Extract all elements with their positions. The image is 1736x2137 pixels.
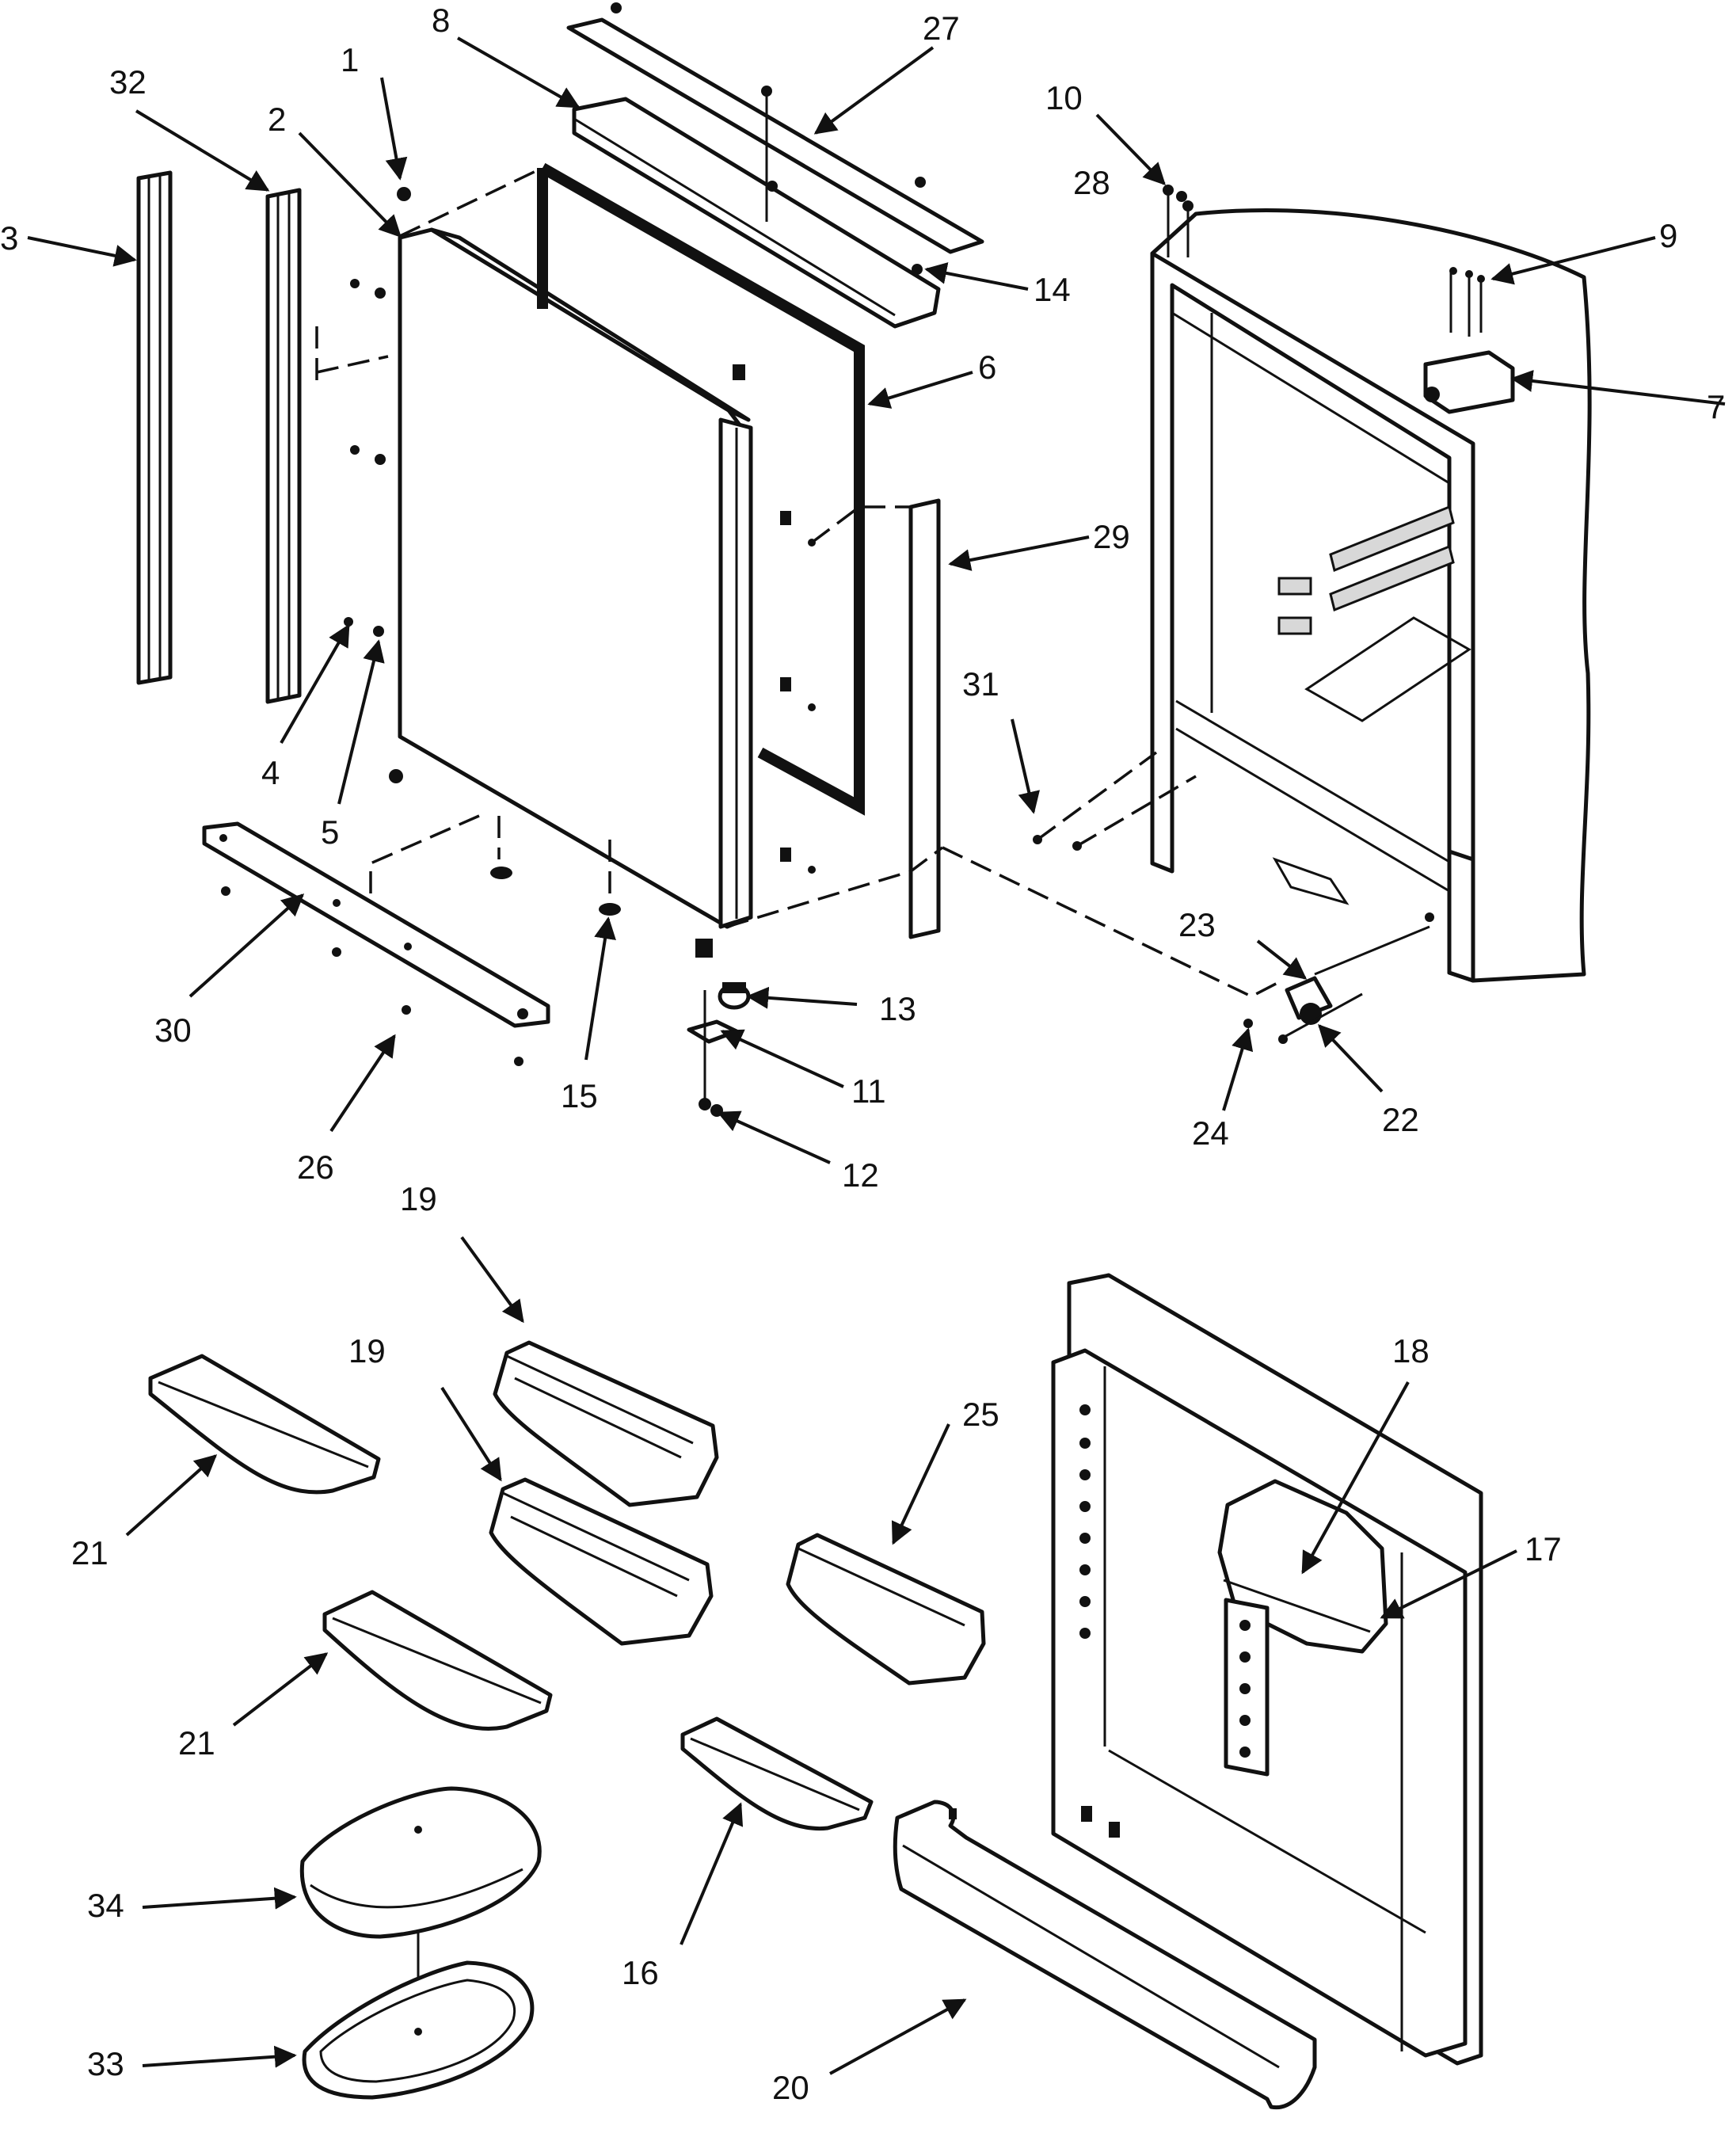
callout-25: 25 <box>962 1396 999 1433</box>
door-trim-strip-32 <box>265 188 302 704</box>
dairy-tray-33 <box>302 1960 535 2100</box>
callout-21-lower: 21 <box>178 1724 215 1762</box>
callout-15: 15 <box>561 1077 598 1114</box>
callout-8: 8 <box>432 2 450 39</box>
callout-21-upper: 21 <box>71 1534 108 1571</box>
refrigerator-cabinet <box>1033 185 1592 983</box>
callout-33: 33 <box>87 2045 124 2082</box>
callout-16: 16 <box>622 1954 659 1991</box>
callout-17: 17 <box>1525 1530 1562 1568</box>
callout-12: 12 <box>842 1156 879 1194</box>
callout-22: 22 <box>1382 1101 1419 1138</box>
callout-28: 28 <box>1073 164 1110 201</box>
callout-26: 26 <box>297 1148 334 1186</box>
gasket-fasteners <box>733 364 923 874</box>
door-bottom-bracket-30 <box>202 814 550 1066</box>
callout-19-upper: 19 <box>400 1180 437 1217</box>
door-trim-strip-3 <box>136 170 173 685</box>
callout-34: 34 <box>87 1887 124 1924</box>
door-bin-25 <box>786 1533 986 1686</box>
door-gasket-6 <box>537 162 865 816</box>
callout-arrows <box>27 36 1726 2075</box>
callout-3: 3 <box>0 219 18 257</box>
dairy-cover-34 <box>299 1786 542 2028</box>
fresh-food-door-2 <box>398 227 753 929</box>
callout-29: 29 <box>1093 518 1130 555</box>
callout-31: 31 <box>962 665 999 703</box>
callout-27: 27 <box>923 10 960 47</box>
callout-18: 18 <box>1392 1332 1430 1369</box>
fresh-food-door-inner-2 <box>1051 1273 1483 2066</box>
callout-6: 6 <box>978 349 996 386</box>
callout-11: 11 <box>851 1072 886 1110</box>
callout-30: 30 <box>154 1011 192 1049</box>
callout-9: 9 <box>1659 217 1677 254</box>
callout-13: 13 <box>879 990 916 1027</box>
callout-4: 4 <box>261 754 280 791</box>
callout-2-top: 2 <box>268 101 286 138</box>
cabinet-lower-hinge <box>942 846 1434 1044</box>
callout-10: 10 <box>1045 79 1083 116</box>
callout-20: 20 <box>772 2069 809 2106</box>
callout-24: 24 <box>1192 1114 1229 1152</box>
callout-5: 5 <box>321 813 339 851</box>
dash-guide-top <box>399 166 543 238</box>
callout-23: 23 <box>1178 906 1216 943</box>
top-cap-screws <box>611 2 926 275</box>
callout-19-lower: 19 <box>348 1332 386 1369</box>
dash-guide-bottom <box>726 846 944 928</box>
door-bin-19-upper <box>493 1340 719 1507</box>
door-bin-19-lower <box>489 1477 714 1646</box>
callout-14: 14 <box>1034 271 1071 308</box>
callout-1: 1 <box>341 41 359 78</box>
door-top-cap-8 <box>572 97 941 329</box>
door-side-trim-29 <box>908 498 941 939</box>
dash-guide-left <box>315 326 389 390</box>
callout-32: 32 <box>109 63 147 101</box>
callout-7: 7 <box>1707 388 1725 425</box>
door-shelf-16 <box>680 1716 874 1831</box>
callout-labels: 1 2 3 4 5 6 7 8 9 10 11 12 13 14 15 16 1… <box>0 2 1725 2106</box>
door-top-trim-27 <box>566 17 984 254</box>
door-bin-20 <box>893 1800 1317 2110</box>
door-shelf-21-upper <box>148 1354 381 1495</box>
door-shelf-21-lower <box>322 1590 553 1731</box>
